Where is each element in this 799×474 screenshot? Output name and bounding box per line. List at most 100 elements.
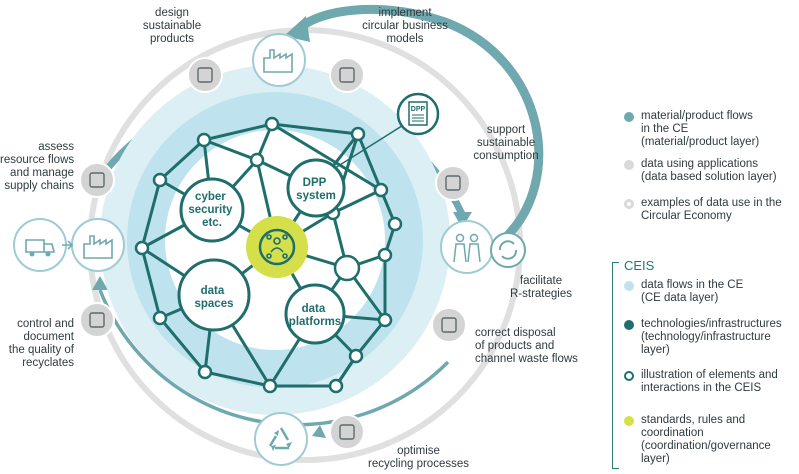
legend-text: (coordination/governance	[641, 440, 771, 452]
data-spaces-label-1: data	[201, 285, 225, 297]
legend-text: material/product flows	[641, 110, 753, 122]
governance-hub	[246, 216, 308, 278]
legend-text: (CE data layer)	[641, 292, 719, 304]
legend-text: Circular Economy	[641, 210, 732, 222]
return-flow-arrowhead	[284, 16, 310, 42]
document-icon	[408, 101, 428, 126]
network-link	[140, 179, 162, 249]
flow-arrowhead-right	[453, 212, 472, 228]
svg-text:data spaces: data spaces	[194, 285, 233, 310]
network-link	[203, 122, 273, 142]
legend-swatch	[624, 112, 634, 122]
legend-text: data flows in the CE	[641, 279, 744, 291]
shopping-bag-icon	[435, 165, 471, 201]
legend-swatch	[624, 281, 634, 291]
legend-text: layer)	[641, 344, 670, 356]
cyber-label-3: etc.	[202, 217, 222, 229]
data-platforms-node	[284, 283, 346, 345]
legend-swatch	[624, 199, 634, 209]
network-node	[348, 348, 364, 364]
legend-text: layer)	[641, 453, 670, 465]
legend-swatch	[624, 320, 634, 330]
flow-arrowhead-left	[92, 276, 108, 290]
svg-text:cyber security etc.: cyber security etc.	[188, 191, 235, 229]
dpp-doc-label: DPP	[411, 106, 426, 113]
cyber-label-2: security	[188, 204, 233, 216]
network-node	[134, 240, 150, 256]
cyber-security-node	[179, 177, 245, 243]
material-flow-arc-bottom	[98, 289, 450, 427]
network-link	[203, 138, 258, 162]
network-link	[158, 317, 207, 373]
ceis-title: CEIS	[624, 258, 655, 273]
legend-text: interactions in the CEIS	[641, 382, 762, 394]
legend-text: in the CE	[641, 123, 689, 135]
legend-text: (data based solution layer)	[641, 171, 777, 183]
data-spaces-node	[177, 258, 251, 332]
legend-swatch	[624, 160, 634, 170]
legend-text: standards, rules and	[641, 414, 746, 426]
data-platforms-label-2: platforms	[289, 316, 341, 328]
ceis-bracket	[612, 262, 619, 469]
legend-text: illustration of elements and	[641, 369, 778, 381]
legend-item: data using applications(data based solut…	[641, 158, 777, 184]
network-link	[140, 247, 162, 319]
network-node	[152, 172, 168, 188]
network-node	[196, 132, 212, 148]
legend-text: examples of data use in the	[641, 197, 782, 209]
legend-text: (material/product layer)	[641, 136, 760, 148]
legend-item: technologies/infrastructures(technology/…	[641, 318, 782, 357]
people-icon	[266, 234, 288, 259]
dpp-system-node	[286, 158, 346, 218]
network-link	[204, 370, 271, 388]
network-link	[356, 133, 383, 191]
network-node	[377, 247, 393, 263]
network-link	[158, 138, 206, 182]
recycling-symbol-example	[254, 412, 308, 466]
legend-swatch	[624, 371, 634, 381]
network-node	[333, 254, 361, 282]
legend-swatch	[624, 416, 634, 426]
factory-example	[252, 33, 306, 87]
network-node	[350, 126, 366, 142]
document-scroll-icon	[79, 302, 115, 338]
truck-factory-example	[13, 218, 125, 272]
network-link	[271, 122, 359, 136]
dpp-system-label-1: DPP	[303, 177, 327, 189]
return-flow-arrow	[296, 4, 544, 242]
dpp-system-label-2: system	[296, 190, 336, 202]
network-node	[197, 364, 213, 380]
dpp-connector	[334, 123, 406, 169]
governance-hub-inner	[258, 228, 296, 266]
data-platforms-label-1: data	[302, 303, 326, 315]
svg-text:DPP system: DPP system	[296, 177, 336, 202]
network-link	[354, 319, 387, 357]
network-node	[377, 312, 393, 328]
network-node	[264, 116, 280, 132]
svg-text:data platforms: data platforms	[289, 303, 341, 328]
network-link	[271, 122, 382, 192]
flow-arrowhead-bottom	[312, 425, 326, 438]
network-node	[387, 216, 403, 232]
data-spaces-label-2: spaces	[194, 298, 233, 310]
network-node	[373, 182, 389, 198]
legend-text: (technology/infrastructure	[641, 331, 771, 343]
legend-text: technologies/infrastructures	[641, 318, 782, 330]
recycle-bin-icon	[431, 307, 467, 343]
business-model-icon	[329, 57, 365, 93]
legend-item: data flows in the CE(CE data layer)	[641, 279, 743, 305]
legend-text: coordination	[641, 427, 704, 439]
network-node	[328, 378, 344, 394]
network-node	[249, 152, 265, 168]
